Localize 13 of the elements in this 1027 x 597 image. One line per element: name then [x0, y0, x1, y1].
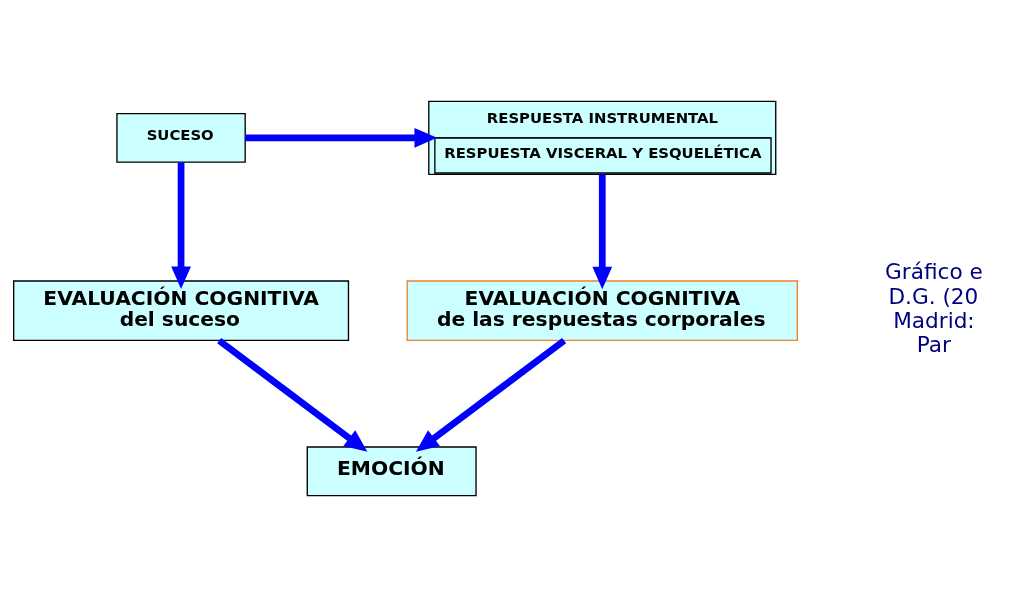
arrow [217, 337, 368, 452]
label: Par [916, 332, 951, 358]
node-box: EVALUACIÓN COGNITIVA de las respuestas corporales [406, 280, 798, 342]
node-box: EVALUACIÓN COGNITIVA del suceso [13, 280, 350, 342]
label: D.G. (20 [888, 283, 979, 309]
arrow [415, 337, 567, 452]
node-box: SUCESO [116, 112, 246, 163]
label: Madrid: [893, 307, 975, 333]
arrow [592, 174, 613, 290]
label: Gráfico e [885, 259, 983, 285]
node-box: EMOCIÓN [306, 446, 477, 497]
arrow [245, 127, 438, 148]
arrow [171, 162, 191, 290]
